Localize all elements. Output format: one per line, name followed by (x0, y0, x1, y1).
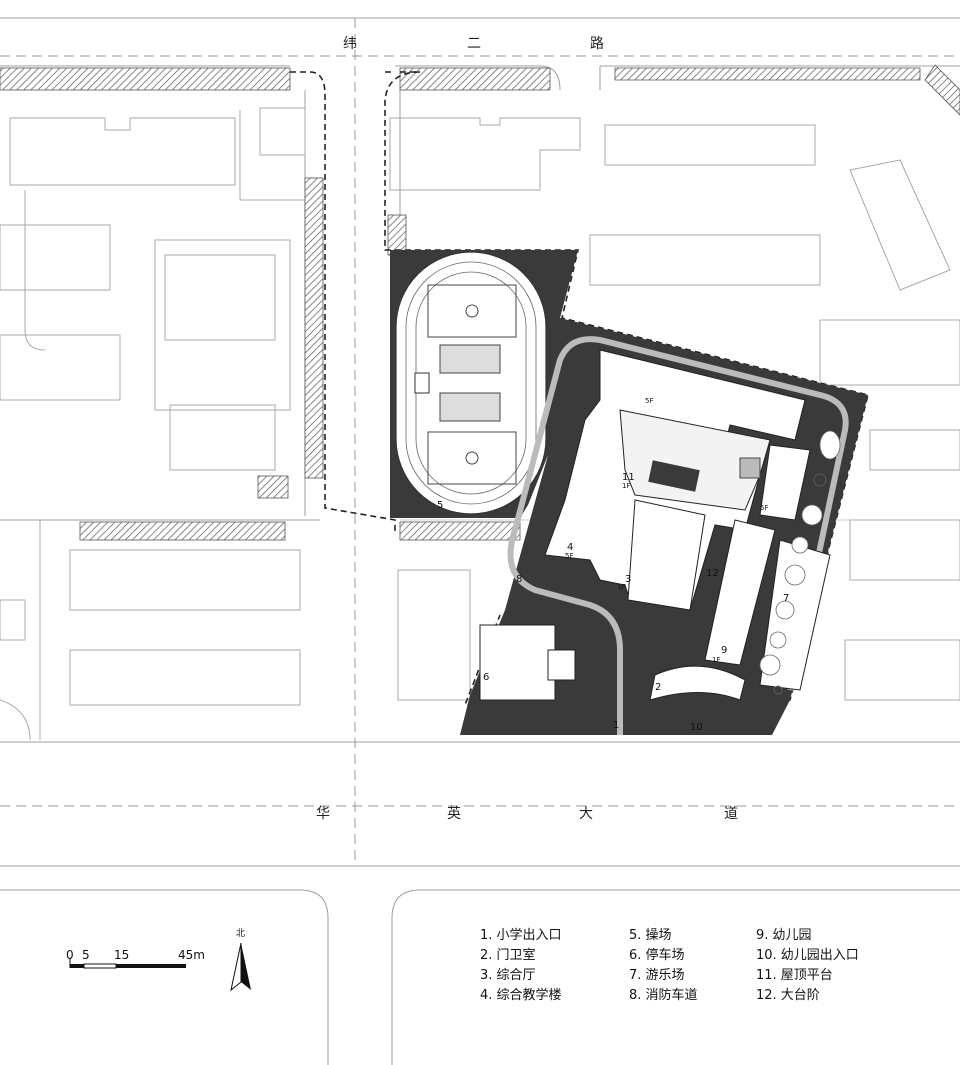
legend-item: 11. 屋顶平台 (756, 968, 833, 983)
road-name-south-2: 英 (447, 806, 461, 822)
legend-item: 12. 大台阶 (756, 988, 820, 1003)
road-name-north-1: 纬 (343, 36, 357, 52)
plan-label-10: 10 (690, 722, 703, 733)
floor-label: 1F (617, 583, 625, 591)
road-name-north-2: 二 (467, 36, 481, 52)
floor-label: 1F (712, 656, 720, 664)
plan-labels: 1 2 3 4 5 6 7 8 9 10 11 12 (437, 472, 789, 733)
floor-label: 5F (645, 397, 653, 405)
north-label: 北 (236, 929, 246, 939)
legend-column-2: 5. 操场 6. 停车场 7. 游乐场 8. 消防车道 (629, 926, 698, 1006)
scale-bar (69, 958, 186, 969)
plan-label-1: 1 (613, 720, 619, 731)
plan-label-6: 6 (483, 672, 489, 683)
scale-label-45: 45m (178, 948, 205, 962)
floor-label: 5F (760, 504, 768, 512)
legend-item: 6. 停车场 (629, 948, 685, 963)
road-name-south-1: 华 (316, 806, 330, 822)
legend-column-1: 1. 小学出入口 2. 门卫室 3. 综合厅 4. 综合教学楼 (480, 926, 562, 1006)
road-name-south-3: 大 (579, 806, 593, 822)
legend-item: 3. 综合厅 (480, 968, 536, 983)
legend-item: 1. 小学出入口 (480, 928, 562, 943)
surrounding-buildings (0, 107, 960, 741)
plan-label-8: 8 (516, 574, 522, 585)
floor-label: 5F (565, 552, 573, 560)
plan-label-3: 3 (625, 574, 631, 585)
floor-label: 1F (622, 482, 630, 490)
plan-label-9: 9 (721, 645, 727, 656)
fire-lane (507, 336, 849, 735)
legend-item: 2. 门卫室 (480, 948, 536, 963)
site-boundary (290, 71, 869, 706)
playground-features (759, 430, 841, 695)
legend-item: 5. 操场 (629, 928, 672, 943)
legend-column-3: 9. 幼儿园 10. 幼儿园出入口 11. 屋顶平台 12. 大台阶 (756, 926, 859, 1006)
legend-item: 4. 综合教学楼 (480, 988, 562, 1003)
school-buildings (479, 349, 831, 701)
legend-item: 8. 消防车道 (629, 988, 698, 1003)
plan-label-2: 2 (655, 682, 661, 693)
road-name-south-4: 道 (724, 806, 738, 822)
scale-label-15: 15 (114, 948, 130, 962)
plan-label-4: 4 (567, 542, 573, 553)
legend-item: 7. 游乐场 (629, 968, 685, 983)
plan-label-12: 12 (706, 568, 719, 579)
plan-label-11: 11 (622, 472, 635, 483)
plan-label-7: 7 (783, 593, 789, 604)
hatched-strips (0, 64, 960, 541)
legend-item: 10. 幼儿园出入口 (756, 948, 859, 963)
north-arrow-icon (230, 942, 251, 992)
plan-label-5: 5 (437, 500, 443, 511)
road-name-north-3: 路 (590, 36, 604, 52)
running-track (395, 251, 547, 515)
scale-label-5: 5 (82, 948, 90, 962)
floor-labels: 5F 5F 5F 1F 1F 1F (565, 397, 768, 664)
legend-item: 9. 幼儿园 (756, 928, 812, 943)
scale-label-0: 0 (66, 948, 74, 962)
